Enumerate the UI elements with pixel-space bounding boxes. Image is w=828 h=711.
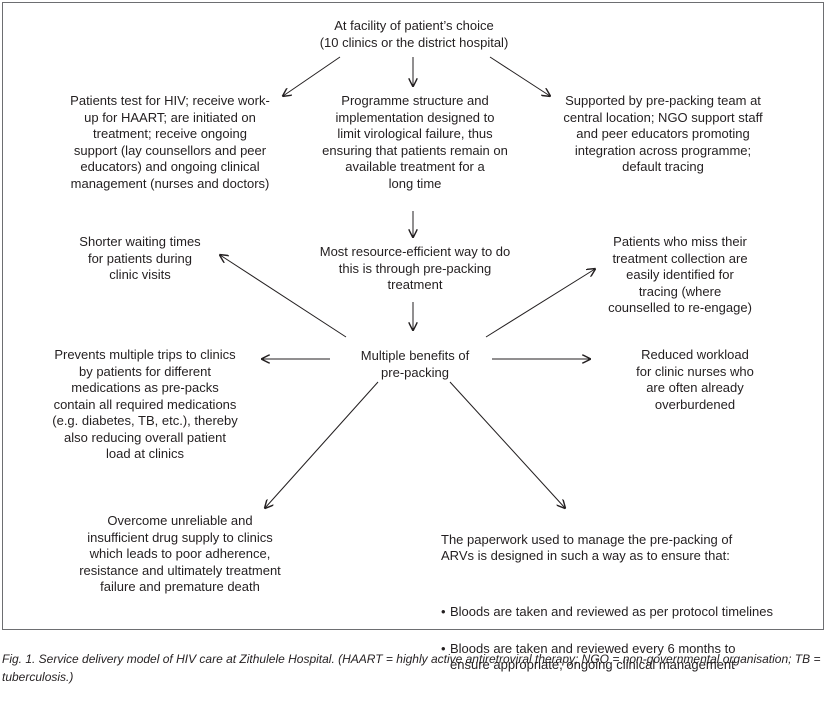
node-facility: At facility of patient’s choice (10 clin… [319,18,509,50]
node-resource-efficient: Most resource-efficient way to do this i… [319,244,511,292]
diagram-frame [2,2,824,630]
node-programme-structure: Programme structure and implementation d… [322,93,508,191]
paperwork-bullet: Bloods are taken and reviewed every 6 mo… [441,641,791,674]
node-overcome-supply: Overcome unreliable and insufficient dru… [79,513,281,594]
node-paperwork: The paperwork used to manage the pre-pac… [441,515,791,711]
node-shorter-waiting: Shorter waiting times for patients durin… [79,234,201,282]
node-patients-test: Patients test for HIV; receive work- up … [70,93,270,191]
figure-caption: Fig. 1. Service delivery model of HIV ca… [2,652,821,684]
node-reduced-workload: Reduced workload for clinic nurses who a… [636,347,754,412]
paperwork-bullet: Bloods are taken and reviewed as per pro… [441,604,791,621]
paperwork-bullet-list: Bloods are taken and reviewed as per pro… [441,587,791,694]
paperwork-intro: The paperwork used to manage the pre-pac… [441,531,733,564]
node-prevents-trips: Prevents multiple trips to clinics by pa… [52,347,238,461]
node-multiple-benefits: Multiple benefits of pre-packing [360,348,470,380]
node-patients-miss: Patients who miss their treatment collec… [608,234,752,315]
node-supported-by: Supported by pre-packing team at central… [563,93,763,174]
